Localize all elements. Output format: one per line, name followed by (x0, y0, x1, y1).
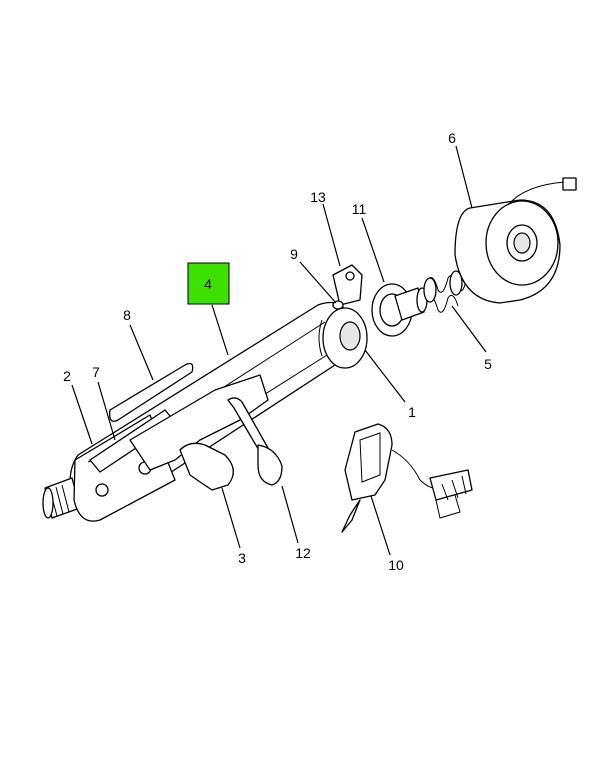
callout-2[interactable]: 2 (63, 368, 71, 384)
tilt-lever (227, 397, 283, 486)
turn-signal-switch (341, 423, 473, 533)
callout-labels: 4 1 2 3 5 6 7 8 9 10 11 12 13 (63, 130, 492, 573)
callout-9[interactable]: 9 (290, 246, 298, 262)
callout-6[interactable]: 6 (448, 130, 456, 146)
callout-8[interactable]: 8 (123, 307, 131, 323)
callout-3[interactable]: 3 (238, 550, 246, 566)
callout-5[interactable]: 5 (484, 356, 492, 372)
column-housing (179, 442, 234, 491)
return-spring (423, 270, 467, 313)
callout-4-highlight[interactable] (187, 262, 230, 305)
callout-12[interactable]: 12 (295, 545, 311, 561)
upper-shaft-flange (371, 283, 428, 337)
callout-11[interactable]: 11 (352, 201, 367, 217)
callout-1[interactable]: 1 (408, 404, 416, 420)
callout-7[interactable]: 7 (92, 364, 100, 380)
mounting-ear (332, 264, 363, 306)
callout-10[interactable]: 10 (388, 557, 404, 573)
clock-spring-reel (454, 177, 577, 304)
callout-4[interactable]: 4 (204, 276, 212, 292)
upper-bearing-plate (318, 307, 368, 369)
leader-lines (71, 145, 487, 556)
lower-shaft (42, 477, 81, 519)
mounting-strap (109, 362, 194, 422)
callout-13[interactable]: 13 (310, 189, 326, 205)
